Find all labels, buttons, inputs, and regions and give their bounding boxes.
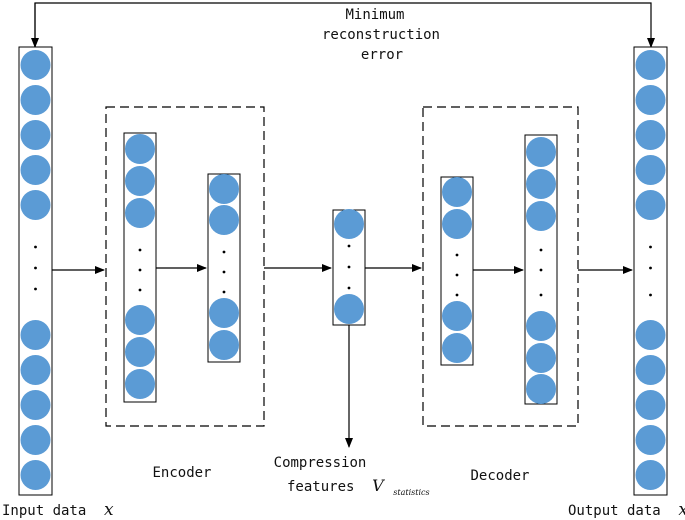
- encoder-1-node: [125, 134, 155, 164]
- decoder-2-node: [526, 343, 556, 373]
- input-node: [20, 355, 51, 385]
- ellipses: [34, 244, 652, 297]
- decoder-1-ellipsis-dot: [455, 273, 459, 277]
- feedback-label-line2: reconstruction: [322, 27, 440, 43]
- encoder-2-node: [209, 205, 239, 235]
- compression-features-word: features: [287, 479, 354, 495]
- decoder-box: [422, 106, 579, 427]
- decoder-1-ellipsis-dot: [455, 253, 459, 257]
- decoder-2-node: [526, 374, 556, 404]
- input-node: [20, 190, 51, 220]
- output-node: [635, 120, 666, 150]
- feedback-label-line3: error: [361, 47, 403, 63]
- output-node: [635, 390, 666, 420]
- encoder-2-ellipsis-dot: [222, 290, 226, 294]
- encoder-box: [105, 106, 265, 427]
- encoder-2-node: [209, 174, 239, 204]
- forward-arrows: [52, 264, 633, 448]
- decoder-label: Decoder: [470, 468, 529, 484]
- decoder-2-node: [526, 311, 556, 341]
- layers: [18, 46, 668, 496]
- encoder-2-ellipsis-dot: [222, 270, 226, 274]
- encoder-2-ellipsis-dot: [222, 250, 226, 254]
- output-node: [635, 190, 666, 220]
- output-label: Output data x ': [568, 494, 685, 520]
- encoder-1-node: [125, 305, 155, 335]
- output-ellipsis-dot: [649, 293, 652, 297]
- input-label: Input data x: [2, 500, 114, 520]
- output-node: [635, 355, 666, 385]
- output-node: [635, 425, 666, 455]
- decoder-2-ellipsis-dot: [539, 293, 543, 297]
- feedback-label-line1: Minimum: [345, 7, 404, 23]
- input-node: [20, 320, 51, 350]
- encoder-1-node: [125, 166, 155, 196]
- input-ellipsis-dot: [34, 266, 37, 270]
- output-node: [635, 85, 666, 115]
- input-node: [20, 50, 51, 80]
- decoder-2-ellipsis-dot: [539, 248, 543, 252]
- encoder-2-node: [209, 298, 239, 328]
- encoder-label: Encoder: [152, 465, 211, 481]
- input-node: [20, 390, 51, 420]
- decoder-1-node: [442, 301, 472, 331]
- input-node: [20, 120, 51, 150]
- encoder-1-node: [125, 369, 155, 399]
- input-node: [20, 460, 51, 490]
- encoder-1-ellipsis-dot: [138, 288, 142, 292]
- bottleneck-ellipsis-dot: [347, 244, 351, 248]
- decoder-1-ellipsis-dot: [455, 293, 459, 297]
- output-node: [635, 460, 666, 490]
- encoder-1-ellipsis-dot: [138, 268, 142, 272]
- input-ellipsis-dot: [34, 287, 37, 291]
- decoder-2-ellipsis-dot: [539, 268, 543, 272]
- encoder-1-node: [125, 337, 155, 367]
- input-node: [20, 85, 51, 115]
- bottleneck-node: [334, 209, 364, 239]
- output-label-text: Output data: [568, 503, 661, 519]
- output-ellipsis-dot: [649, 266, 652, 270]
- decoder-2-node: [526, 169, 556, 199]
- decoder-2-node: [526, 201, 556, 231]
- nodes: [20, 50, 666, 490]
- input-node: [20, 425, 51, 455]
- output-node: [635, 50, 666, 80]
- decoder-1-node: [442, 209, 472, 239]
- bottleneck-node: [334, 294, 364, 324]
- decoder-1-node: [442, 177, 472, 207]
- compression-subscript: statistics: [393, 488, 429, 497]
- input-ellipsis-dot: [34, 245, 37, 249]
- input-variable: x: [104, 500, 114, 520]
- output-variable: x: [678, 500, 685, 520]
- encoder-1-ellipsis-dot: [138, 248, 142, 252]
- decoder-1-node: [442, 333, 472, 363]
- feedback-loop: Minimum reconstruction error: [31, 2, 655, 63]
- compression-variable: V: [372, 476, 385, 495]
- compression-label-line1: Compression: [274, 455, 367, 471]
- encoder-1-node: [125, 198, 155, 228]
- output-ellipsis-dot: [649, 245, 652, 249]
- bottleneck-ellipsis-dot: [347, 286, 351, 290]
- output-node: [635, 320, 666, 350]
- encoder-2-node: [209, 330, 239, 360]
- output-node: [635, 155, 666, 185]
- bottleneck-ellipsis-dot: [347, 265, 351, 269]
- input-node: [20, 155, 51, 185]
- compression-label-line2: features V statistics: [287, 476, 430, 497]
- decoder-2-node: [526, 137, 556, 167]
- input-label-text: Input data: [2, 503, 86, 519]
